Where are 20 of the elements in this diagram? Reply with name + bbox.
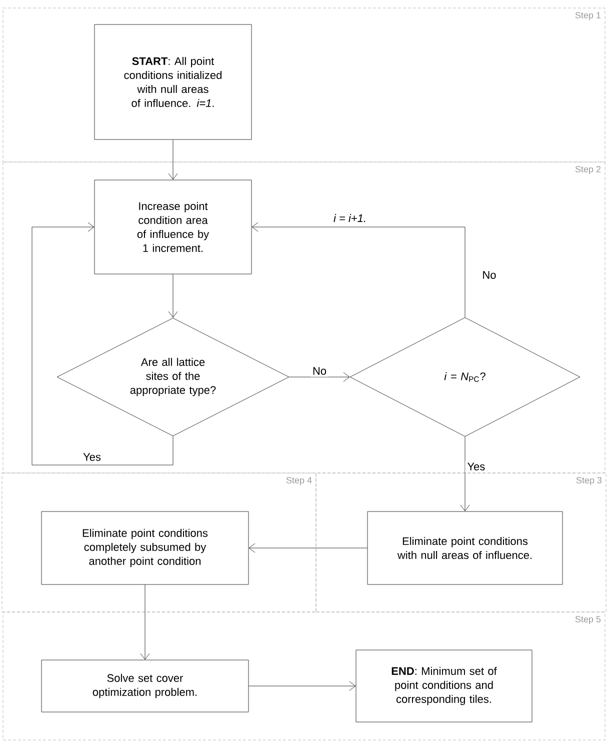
arrow (460, 436, 470, 512)
arrow (289, 372, 350, 382)
edge-label: No (480, 269, 498, 281)
arrow (168, 274, 178, 318)
arrow (32, 222, 174, 466)
process-box: START: All point conditions initialized with null areas of influence. i=1. (94, 24, 252, 140)
edge-label: No (310, 365, 329, 377)
arrow (248, 681, 356, 691)
arrow (140, 584, 150, 660)
edge-label: Yes (465, 460, 488, 472)
process-box: Solve set cover optimization problem. (41, 660, 249, 712)
process-box: Increase point condition area of influence by 1 increment. (94, 180, 252, 274)
process-box: Eliminate point conditions with null areas of influence. (367, 511, 563, 585)
arrow (248, 543, 368, 553)
loop-label: i = i+1. (332, 213, 368, 223)
arrow (252, 222, 466, 318)
arrow (168, 140, 178, 180)
edge-label: Yes (81, 451, 103, 463)
process-box: END: Minimum set of point conditions and corresponding tiles. (356, 650, 532, 722)
process-box: Eliminate point conditions completely subsumed by another point condition (41, 511, 249, 585)
